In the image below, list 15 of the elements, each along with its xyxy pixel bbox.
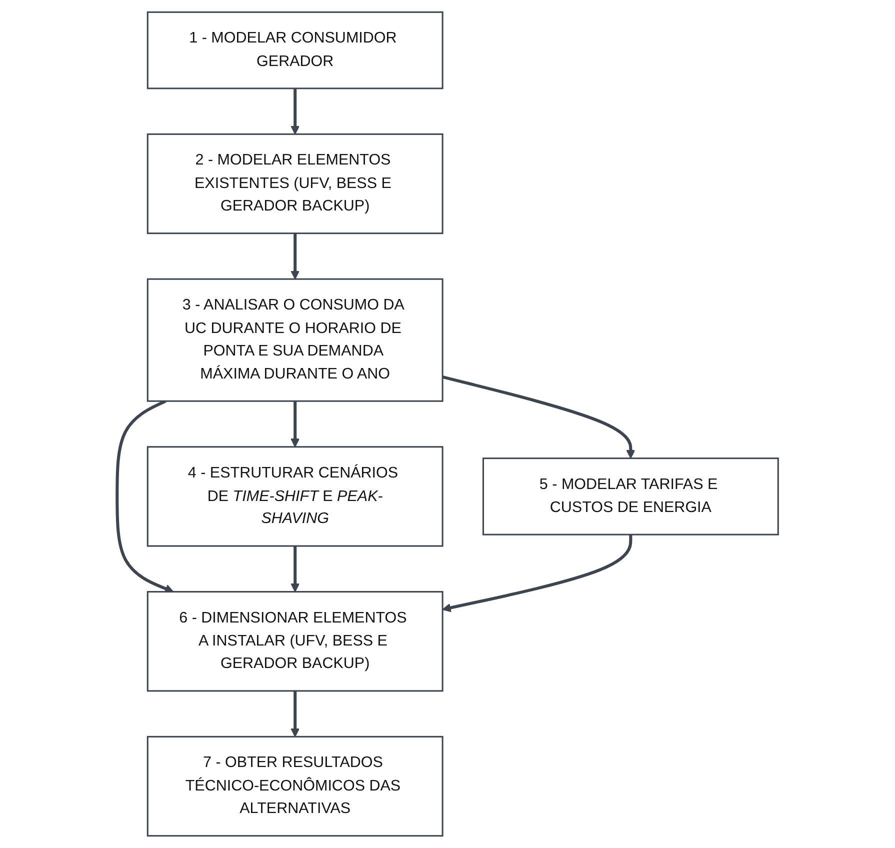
arrow (442, 376, 635, 459)
arrow (290, 690, 300, 738)
node-box: 4 - ESTRUTURAR CENÁRIOS DE TIME-SHIFT E PEAK-SHAVING (146, 446, 444, 547)
node-box: 3 - ANALISAR O CONSUMO DA UC DURANTE O HORARIO DE PONTA E SUA DEMANDA MÁXIMA DURANTE O ANO (146, 278, 444, 402)
node-box: 5 - MODELAR TARIFAS E CUSTOS DE ENERGIA (482, 458, 779, 536)
node-box: 1 - MODELAR CONSUMIDOR GERADOR (146, 11, 444, 90)
node-box: 2 - MODELAR ELEMENTOS EXISTENTES (UFV, BESS E GERADOR BACKUP) (146, 133, 444, 234)
arrow (290, 401, 300, 448)
arrow (115, 400, 174, 593)
arrow (290, 88, 300, 135)
arrow (290, 546, 300, 592)
node-box: 7 - OBTER RESULTADOS TÉCNICO-ECONÔMICOS DAS ALTERNATIVAS (146, 736, 444, 837)
node-box: 6 - DIMENSIONAR ELEMENTOS A INSTALAR (UFV, BESS E GERADOR BACKUP) (146, 591, 444, 692)
arrow (442, 534, 632, 612)
arrow (290, 233, 300, 280)
